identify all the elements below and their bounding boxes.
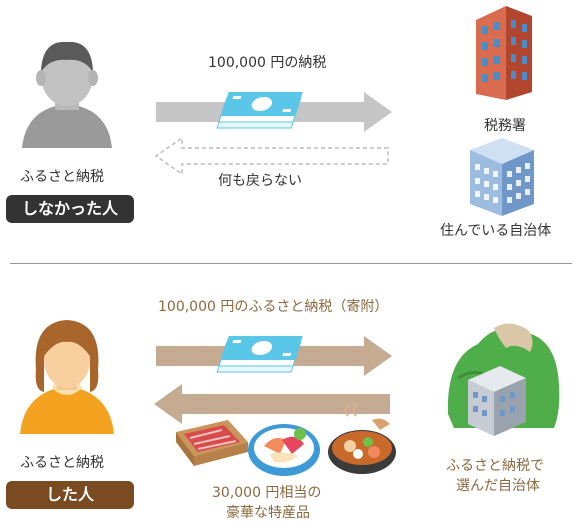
gift-label-line1: 30,000 円相当の <box>212 485 322 501</box>
sashimi-platter-icon <box>248 424 320 476</box>
municipality-label-line1: ふるさと納税で <box>446 458 544 474</box>
section-divider <box>10 263 572 264</box>
donation-label: 100,000 円のふるさと納税（寄附） <box>158 299 389 315</box>
chosen-municipality-icon <box>447 323 560 436</box>
gift-label-line2: 豪華な特産品 <box>226 505 310 521</box>
bottom-person-badge: した人 <box>6 481 134 509</box>
nothing-returns-arrow <box>154 136 389 176</box>
gift-return-arrow <box>154 384 390 424</box>
residence-building-icon <box>470 138 534 216</box>
top-tax-amount-label: 100,000 円の納税 <box>208 55 327 71</box>
municipality-label-line2: 選んだ自治体 <box>456 478 540 494</box>
gray-person-icon <box>22 41 112 148</box>
bottom-person-caption: ふるさと納税 <box>20 455 104 471</box>
top-person-badge: しなかった人 <box>6 195 134 223</box>
nothing-returns-label: 何も戻らない <box>218 173 302 189</box>
donation-money-stack-icon <box>216 336 303 373</box>
residence-label: 住んでいる自治体 <box>440 223 552 239</box>
tax-office-building-icon <box>476 6 532 100</box>
top-person-caption: ふるさと納税 <box>20 169 104 185</box>
hot-pot-icon <box>328 403 396 474</box>
orange-person-icon <box>20 320 114 434</box>
tax-office-label: 税務署 <box>484 118 526 134</box>
money-stack-icon <box>216 92 303 129</box>
meat-box-icon <box>176 420 248 466</box>
